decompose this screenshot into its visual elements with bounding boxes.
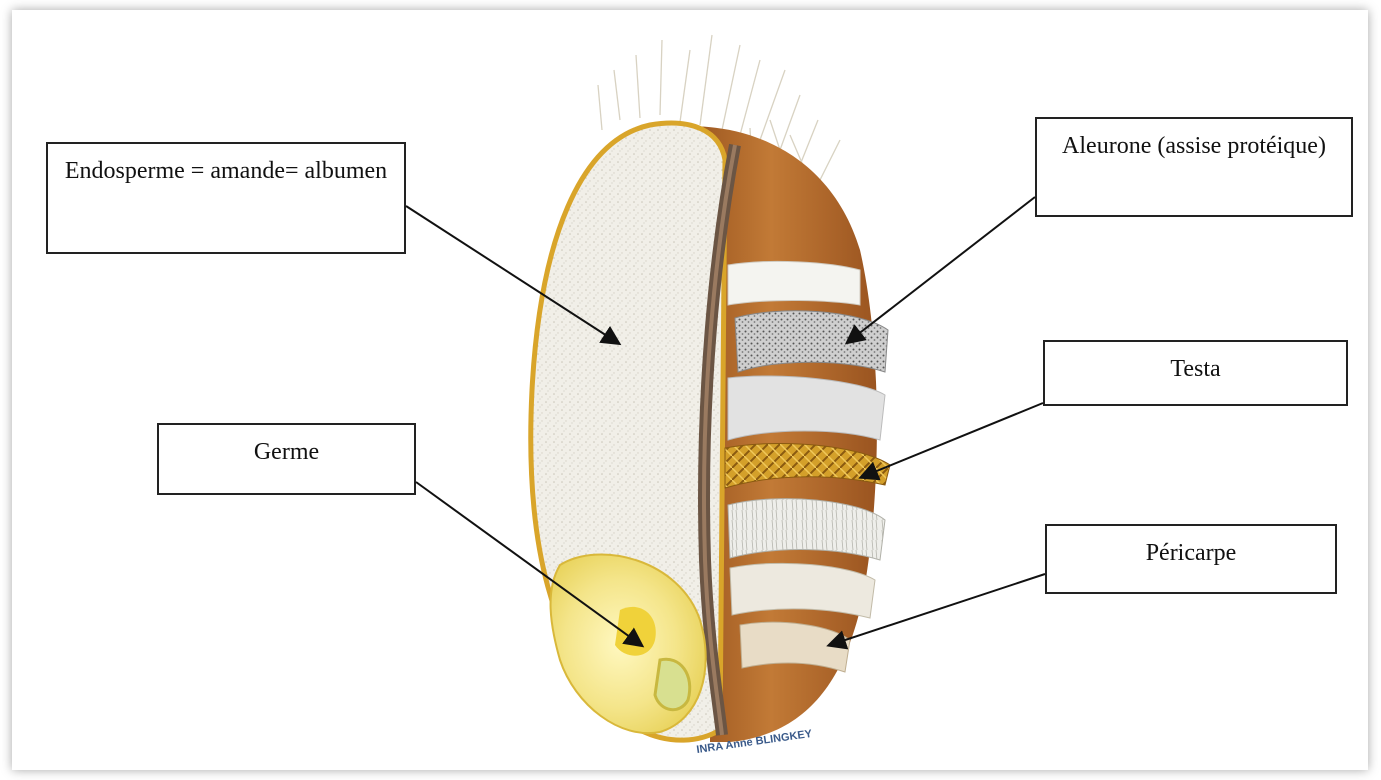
label-pericarpe-text: Péricarpe <box>1146 536 1237 570</box>
label-endosperme: Endosperme = amande= albumen <box>46 142 406 254</box>
label-germe: Germe <box>157 423 416 495</box>
label-testa-text: Testa <box>1170 352 1220 386</box>
label-pericarpe: Péricarpe <box>1045 524 1337 594</box>
layer-aleurone-top <box>728 261 860 305</box>
label-aleurone: Aleurone (assise protéique) <box>1035 117 1353 217</box>
label-endosperme-text: Endosperme = amande= albumen <box>65 154 387 188</box>
label-testa: Testa <box>1043 340 1348 406</box>
label-aleurone-text: Aleurone (assise protéique) <box>1062 129 1326 163</box>
layer-nucellar <box>728 376 885 440</box>
label-germe-text: Germe <box>254 435 319 469</box>
